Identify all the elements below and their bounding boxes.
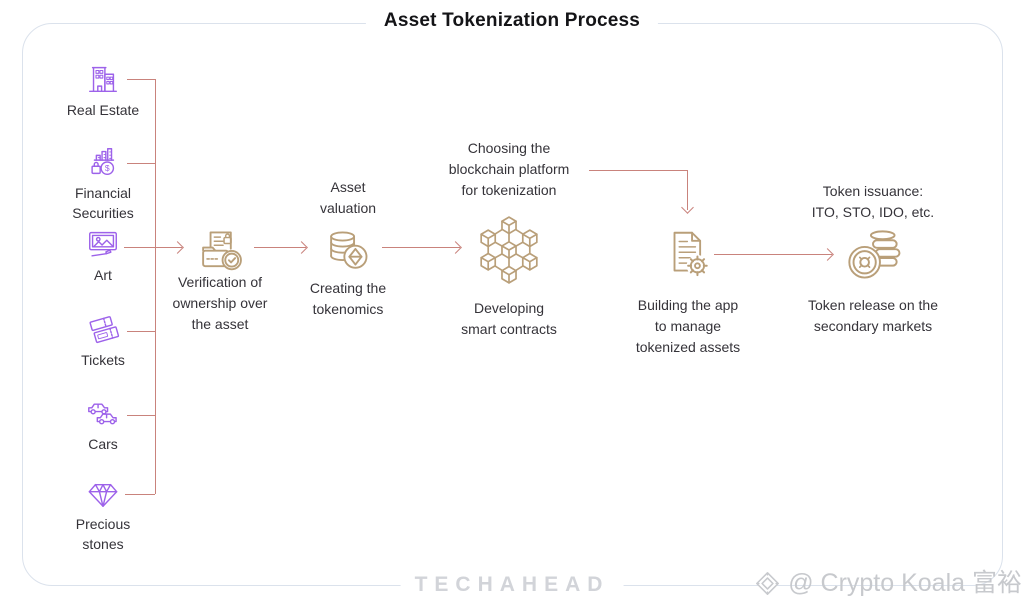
brand-logo: TECHAHEAD — [400, 572, 624, 598]
asset-item-real-estate: Real Estate — [43, 61, 163, 121]
arrow-app-to-release — [714, 254, 832, 255]
connector-tickets — [127, 331, 155, 332]
blockchain-cubes-icon — [470, 211, 548, 289]
svg-text:$: $ — [105, 163, 110, 173]
connector-cars — [127, 415, 155, 416]
coin-stack-eth-icon — [321, 224, 375, 280]
step-label-asset-valuation: Asset valuation — [319, 179, 377, 216]
picture-frame-icon — [84, 226, 122, 262]
arrow-platform-elbow-h — [589, 170, 687, 171]
asset-label: Real Estate — [66, 102, 140, 118]
connector-spine — [155, 79, 156, 494]
asset-item-cars: Cars — [43, 395, 163, 455]
securities-chart-icon: $ — [84, 144, 122, 180]
diamond-icon — [84, 479, 122, 511]
document-gear-icon — [661, 226, 715, 284]
watermark-text: @ Crypto Koala 富裕 — [788, 569, 1022, 597]
arrow-tokenomics-to-contracts — [382, 247, 460, 248]
step-label-blockchain-platform: Choosing the blockchain platform for tok… — [448, 140, 570, 198]
connector-art-arrow — [124, 247, 182, 248]
asset-item-tickets: Tickets — [43, 311, 163, 371]
step-label-token-release: Token release on the secondary markets — [808, 297, 938, 334]
page-title: Asset Tokenization Process — [365, 7, 659, 35]
diagram-frame — [22, 23, 1003, 586]
step-label-building-app: Building the app to manage tokenized ass… — [635, 297, 741, 355]
connector-financial-securities — [127, 163, 155, 164]
building-icon — [84, 61, 122, 97]
asset-item-art: Art — [43, 226, 163, 286]
asset-item-financial-securities: $ Financial Securities — [43, 144, 163, 223]
asset-label: Financial Securities — [72, 185, 134, 221]
connector-real-estate — [127, 79, 155, 80]
verification-document-icon — [193, 224, 247, 280]
asset-item-precious-stones: Precious stones — [43, 479, 163, 554]
connector-precious-stones — [125, 494, 155, 495]
step-label-tokenomics: Creating the tokenomics — [309, 280, 387, 317]
asset-label: Art — [94, 267, 112, 283]
arrow-platform-elbow-v — [687, 170, 688, 210]
asset-label: Tickets — [81, 352, 125, 368]
asset-label: Precious stones — [75, 516, 131, 552]
asset-label: Cars — [88, 436, 118, 452]
step-label-smart-contracts: Developing smart contracts — [461, 300, 557, 337]
watermark: @ Crypto Koala 富裕 — [754, 567, 1022, 599]
token-coins-icon — [841, 223, 905, 289]
cars-icon — [84, 395, 122, 431]
diamond-logo-icon — [754, 570, 781, 597]
step-label-verification: Verification of ownership over the asset — [172, 274, 268, 332]
arrow-verification-to-tokenomics — [254, 247, 306, 248]
tickets-icon — [84, 311, 122, 347]
step-label-token-issuance: Token issuance: ITO, STO, IDO, etc. — [811, 183, 935, 220]
